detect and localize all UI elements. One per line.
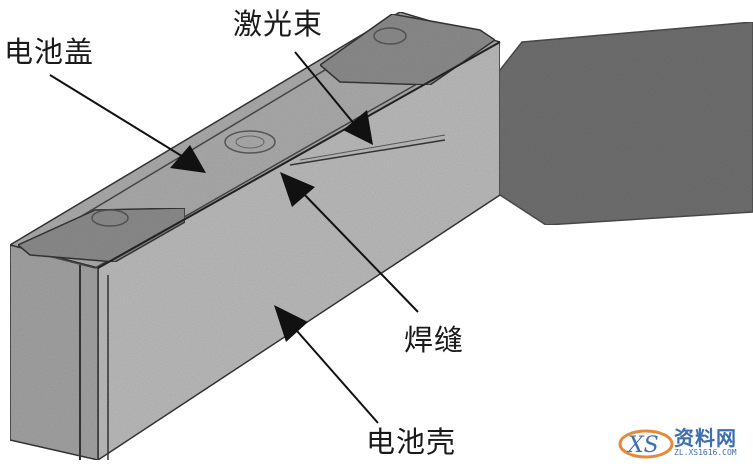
arrow-battery-lid [49, 74, 206, 173]
weld-seam-line [97, 41, 501, 269]
arrow-laser-beam [294, 51, 373, 145]
terminal-pad-rear [318, 13, 497, 86]
watermark-title: 资料网 [674, 426, 737, 450]
label-weld-seam: 焊缝 [404, 323, 465, 357]
watermark-url: ZL.XS1616.COM [674, 448, 737, 457]
terminal-pad-front [16, 207, 186, 263]
watermark: XS 资料网 ZL.XS1616.COM [618, 420, 753, 465]
watermark-logo-icon: XS [618, 429, 674, 459]
arrow-battery-shell [274, 305, 379, 424]
watermark-logo-text: XS [626, 433, 659, 458]
label-battery-lid: 电池盖 [4, 35, 95, 69]
vent-hole [224, 130, 276, 154]
label-laser-beam: 激光束 [233, 7, 324, 41]
arrow-weld-seam [280, 172, 419, 313]
label-battery-shell: 电池壳 [366, 425, 457, 459]
